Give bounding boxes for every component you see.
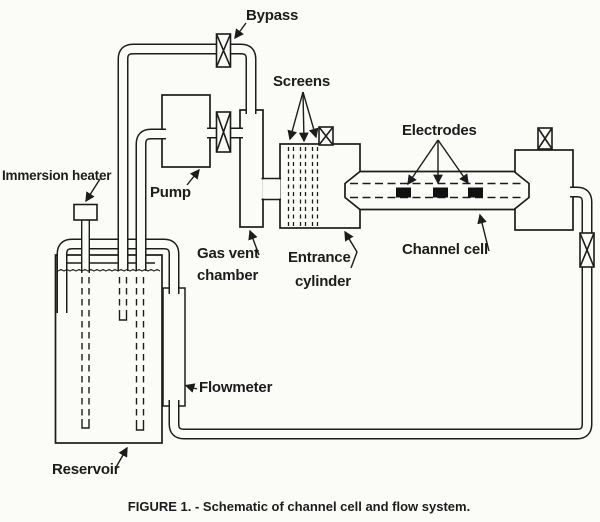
electrode-1 [396, 187, 411, 198]
screen-1 [287, 147, 295, 226]
immersion-heater-pointer [85, 178, 101, 203]
reservoir-pointer [114, 446, 128, 470]
chamber-connector-fill [262, 179, 281, 199]
bypass-dip-tube-bottom [118, 312, 128, 321]
gas-vent-label-line2: chamber [197, 267, 258, 284]
dip-tubes [81, 277, 145, 431]
channel-cell-label: Channel cell [402, 241, 488, 258]
reservoir-label: Reservoir [52, 461, 120, 478]
reservoir-outline [54, 254, 163, 444]
electrodes-pointer-3 [437, 139, 469, 185]
gas-vent-chamber-box [239, 109, 264, 228]
screens-lines [287, 147, 319, 226]
pump-label: Pump [150, 184, 191, 201]
immersion-heater [73, 203, 98, 273]
pump-pointer [186, 168, 200, 186]
water-level-line [57, 268, 161, 272]
screen-2 [299, 147, 307, 226]
screens-pointer-3 [302, 91, 319, 139]
electrode-2 [433, 187, 448, 198]
gas-vent-label-line1: Gas vent [197, 245, 259, 262]
flowmeter-label: Flowmeter [199, 379, 273, 396]
entrance-label-line1: Entrance [288, 249, 351, 266]
entrance-cylinder-valve-icon [318, 126, 334, 146]
chamber-connector-walls [261, 177, 281, 201]
gas-vent-pointer [248, 229, 260, 256]
figure-caption: FIGURE 1. - Schematic of channel cell an… [128, 499, 470, 514]
screens-pointer-1 [287, 91, 304, 141]
entrance-cylinder-pointer [344, 230, 358, 269]
pointer-arrows [85, 22, 490, 470]
flowmeter-body [162, 287, 186, 407]
piping [56, 43, 593, 440]
heater-dip-tube [81, 277, 90, 419]
channel-cell-bore-lines [350, 182, 524, 199]
screen-3 [311, 147, 319, 226]
channel-cell-pointer [477, 213, 490, 252]
heater-cap [73, 203, 98, 221]
electrodes-label: Electrodes [402, 122, 477, 139]
drain-line-valve-icon [579, 232, 595, 268]
heater-dip-tube-bottom [81, 419, 90, 429]
bypass-dip-tube [118, 277, 128, 312]
screens-label: Screens [273, 73, 330, 90]
immersion-heater-label: Immersion heater [2, 168, 112, 183]
exit-cylinder-valve-icon [537, 127, 553, 150]
entrance-label-line2: cylinder [295, 273, 351, 290]
electrode-3 [468, 187, 483, 198]
suction-dip-tube-bottom [135, 421, 145, 431]
bypass-pipe-inner [119, 45, 255, 271]
electrodes-pointer-1 [407, 139, 439, 186]
return-line-pipe-inner [170, 188, 591, 438]
pump-discharge-valve-icon [215, 111, 232, 153]
flowmeter-pointer [184, 383, 198, 393]
screens-pointer-2 [298, 91, 309, 143]
bypass-label: Bypass [246, 7, 298, 24]
bypass-pointer [234, 22, 247, 40]
valves [215, 33, 595, 268]
bypass-valve-icon [215, 33, 232, 68]
suction-dip-tube [135, 277, 145, 421]
electrodes-group [396, 187, 483, 198]
suction-pipe-inner [137, 130, 166, 271]
pump-box [161, 94, 211, 168]
